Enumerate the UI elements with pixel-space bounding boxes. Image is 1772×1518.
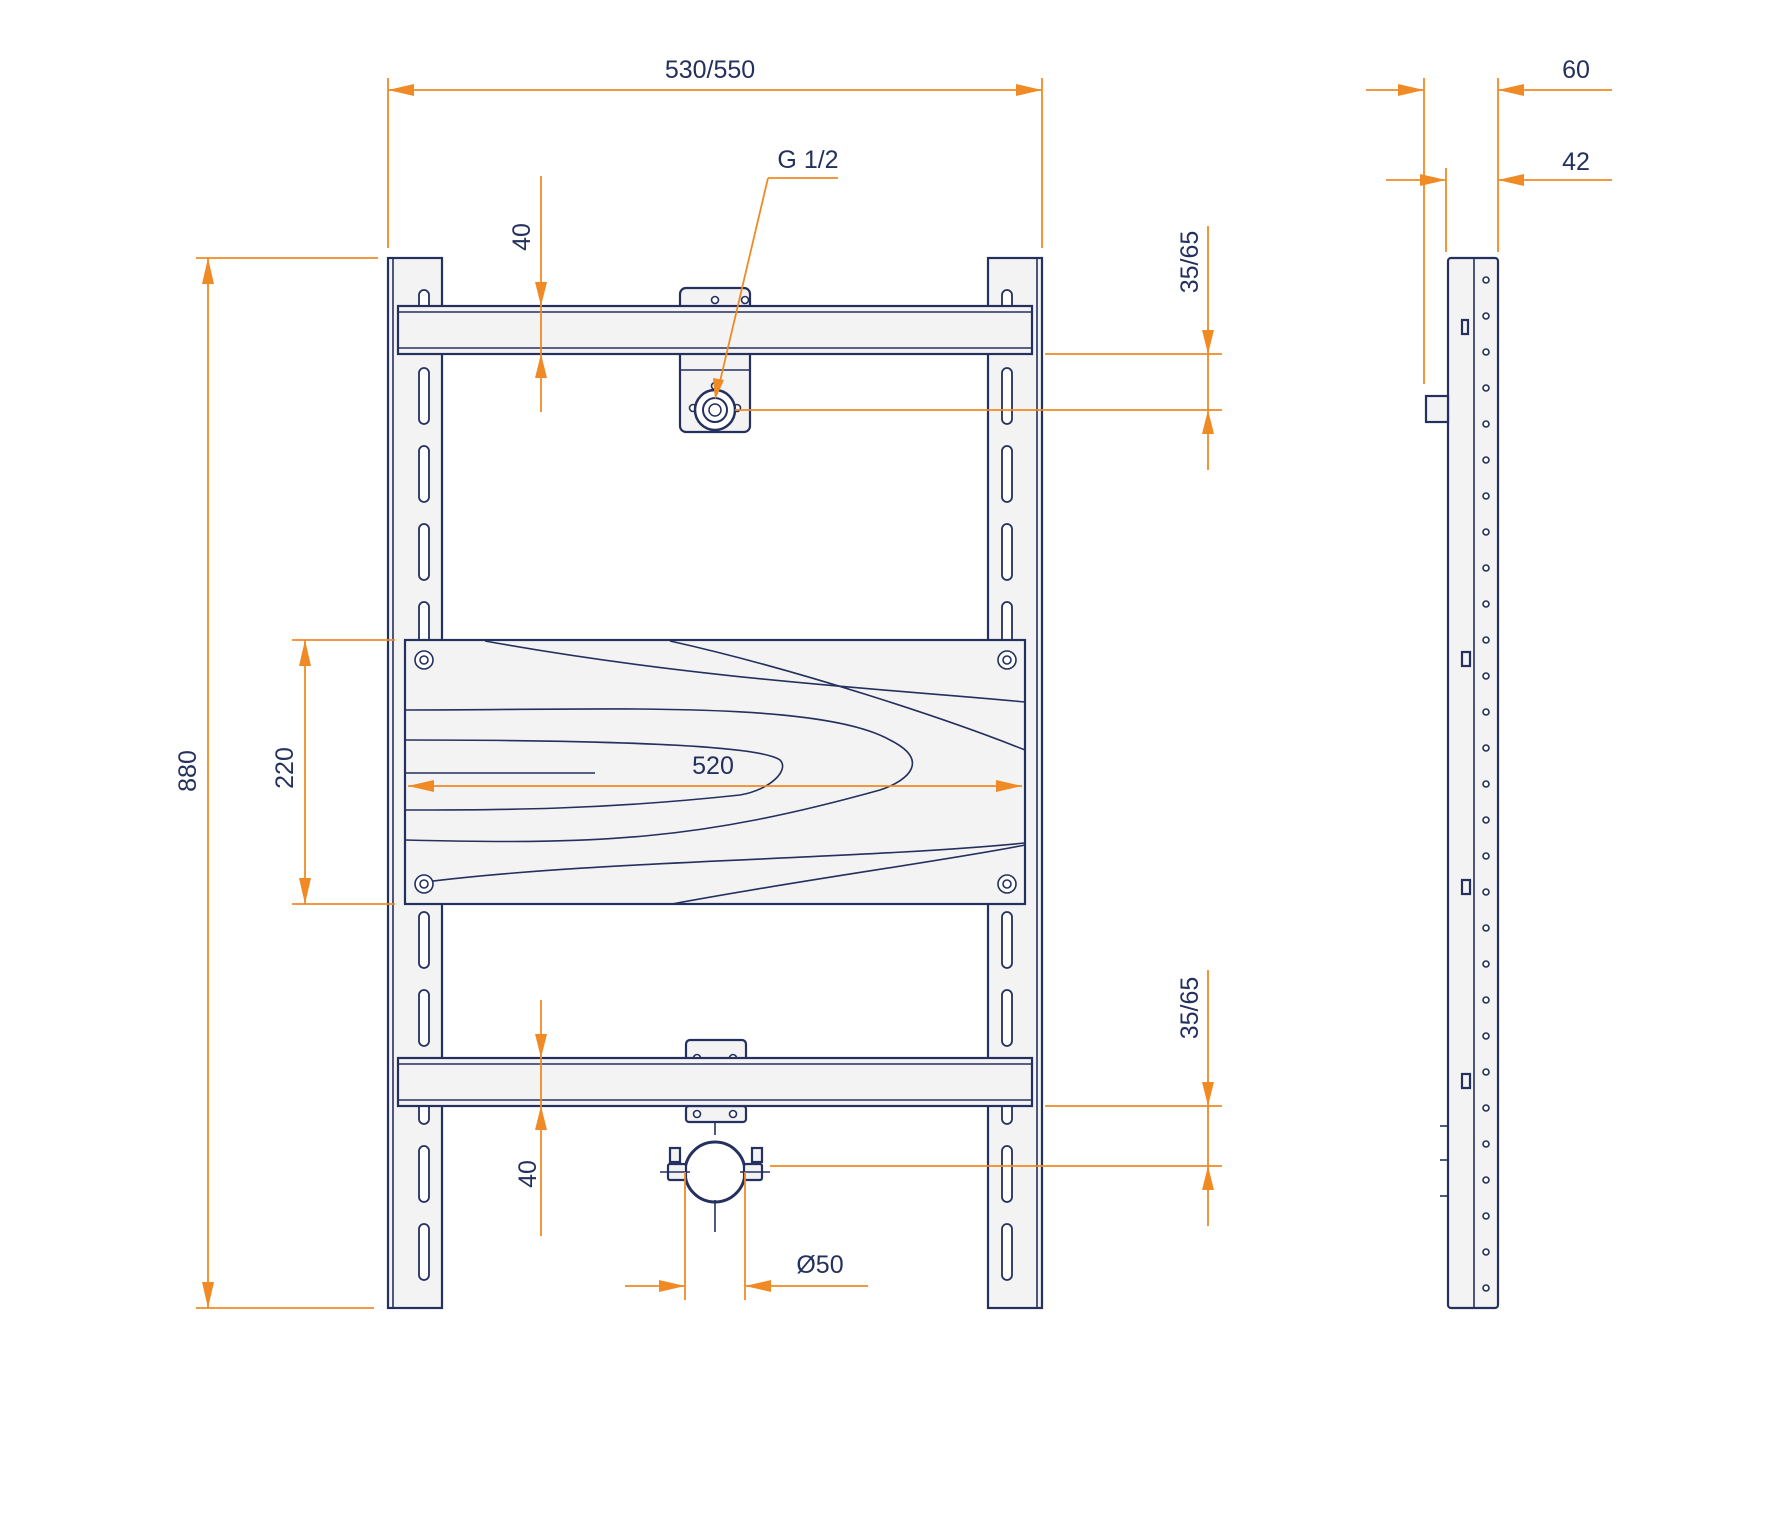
dim-board-height: 220 [271,639,395,905]
right-upright-slot [1001,523,1013,581]
side-profile-hole [1482,780,1490,788]
side-profile-hole [1482,1068,1490,1076]
dim-side-depth-profile: 42 [1386,148,1612,252]
right-upright-slot [1001,989,1013,1047]
bottom-crossbar [396,1056,1034,1108]
side-profile-hole [1482,600,1490,608]
side-profile-hole [1482,276,1490,284]
side-profile-hole [1482,960,1490,968]
side-profile-hole [1482,852,1490,860]
board-height-label: 220 [271,747,299,789]
side-profile-hole [1482,348,1490,356]
left-upright-slot [418,1223,430,1281]
top-crossbar [396,304,1034,356]
side-profile-hole [1482,564,1490,572]
side-profile-hole [1482,528,1490,536]
side-profile-hole [1482,996,1490,1004]
side-profile-hole [1482,456,1490,464]
side-profile-hole [1482,1248,1490,1256]
side-depth-profile-label: 42 [1562,148,1590,176]
dim-connection-thread: G 1/2 [713,146,839,400]
right-upright-slot [1001,445,1013,503]
mounting-board [403,638,1027,906]
dim-top-bar-offset: 40 [508,176,547,412]
side-profile-hole [1482,420,1490,428]
side-profile-hole [1482,744,1490,752]
overall-width-label: 530/550 [665,56,755,84]
side-profile-hole [1482,816,1490,824]
side-profile-hole [1482,888,1490,896]
side-profile-hole [1482,636,1490,644]
dim-bottom-bar-offset: 40 [514,1000,547,1236]
side-profile-hole [1482,384,1490,392]
right-upright-slot [1001,1223,1013,1281]
side-profile-hole [1482,708,1490,716]
dim-bottom-pipe-offset: 35/65 [770,970,1222,1226]
right-upright-slot [1001,367,1013,425]
dim-drain-diameter: Ø50 [625,1172,868,1300]
side-profile-hole [1482,672,1490,680]
side-dimensions: 60 42 [1366,56,1612,384]
dim-overall-height: 880 [174,257,378,1309]
left-upright-slot [418,523,430,581]
connection-thread-label: G 1/2 [777,146,838,174]
side-profile-hole [1482,924,1490,932]
right-upright-slot [1001,1145,1013,1203]
front-dimensions: 530/550 G 1/2 40 35/65 [174,56,1222,1309]
side-profile-hole [1482,312,1490,320]
drain-diameter-label: Ø50 [796,1251,843,1279]
right-upright-slot [1001,911,1013,969]
dim-top-pipe-offset: 35/65 [735,226,1222,470]
bottom-bar-offset-label: 40 [514,1160,542,1188]
side-view [1424,256,1500,1310]
board-width-label: 520 [692,752,734,780]
side-profile-hole [1482,1104,1490,1112]
left-upright-slot [418,367,430,425]
dim-overall-width: 530/550 [387,56,1043,248]
side-profile-hole [1482,1176,1490,1184]
side-profile-hole [1482,1140,1490,1148]
left-upright-slot [418,911,430,969]
side-profile-hole [1482,1032,1490,1040]
side-profile-hole [1482,492,1490,500]
overall-height-label: 880 [174,750,202,792]
left-upright-slot [418,989,430,1047]
side-profile-hole [1482,1212,1490,1220]
drain-pipe-clamp [660,1122,770,1232]
dim-board-width: 520 [408,752,1022,792]
top-bar-offset-label: 40 [508,223,536,251]
bottom-pipe-offset-label: 35/65 [1176,977,1204,1040]
dim-side-depth-total: 60 [1366,56,1612,384]
side-profile-hole [1482,1284,1490,1292]
top-pipe-offset-label: 35/65 [1176,231,1204,294]
side-depth-total-label: 60 [1562,56,1590,84]
front-view [386,256,1044,1310]
left-upright-slot [418,445,430,503]
left-upright-slot [418,1145,430,1203]
